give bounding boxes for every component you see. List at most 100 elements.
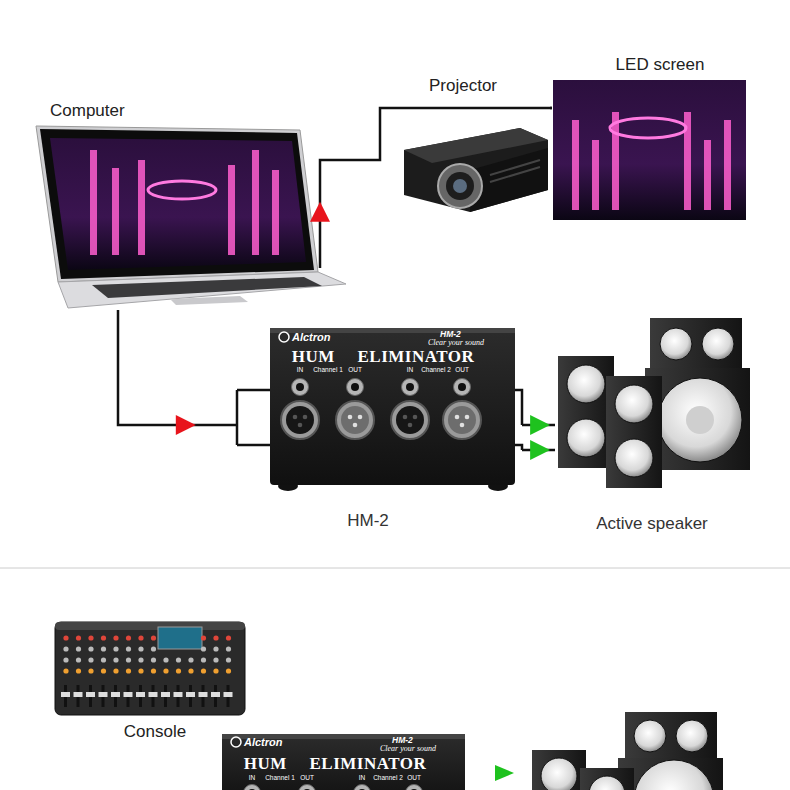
- speaker-illustration: [634, 720, 666, 752]
- projector-illustration: [398, 107, 552, 110]
- port-label: OUT: [455, 367, 469, 374]
- console-knob: [213, 657, 218, 662]
- laptop-illustration: [36, 126, 318, 282]
- brand-name: Alctron: [292, 332, 331, 343]
- xlr-socket: [341, 406, 369, 434]
- console-knob: [113, 657, 118, 662]
- console-node: Console: [52, 616, 248, 746]
- speaker-illustration: [567, 365, 605, 403]
- port-label: IN: [359, 775, 366, 782]
- xlr-pin: [353, 423, 358, 428]
- xlr-pin: [460, 423, 465, 428]
- hum-eliminator-illustration: [279, 332, 289, 342]
- console-illustration: [55, 622, 245, 715]
- connector-line: [550, 107, 552, 110]
- arrow-head: [310, 202, 330, 222]
- arrow-head: [176, 415, 196, 435]
- console-fader: [136, 692, 145, 697]
- screen-light: [138, 160, 145, 255]
- model-name: HM-2: [392, 736, 413, 745]
- speaker-illustration: [615, 439, 653, 477]
- xlr-socket: [443, 401, 481, 439]
- laptop-illustration: [50, 138, 306, 270]
- console-knob: [163, 657, 168, 662]
- xlr-pin: [303, 415, 308, 420]
- console-fader: [186, 692, 195, 697]
- slogan: Clear your sound: [380, 745, 436, 753]
- speaker-illustration: [676, 720, 708, 752]
- console-knob: [188, 668, 193, 673]
- screen-light: [572, 120, 579, 210]
- console-fader: [224, 692, 233, 697]
- led-screen-illustration: [553, 80, 746, 220]
- console-knob: [63, 657, 68, 662]
- led-screen-illustration: [553, 80, 746, 220]
- jack-socket: [351, 383, 359, 391]
- console-illustration: [158, 627, 202, 649]
- screen-light: [612, 112, 619, 210]
- console-knob: [138, 635, 143, 640]
- speaker-illustration: [660, 328, 692, 360]
- hum-eliminator-illustration: [270, 328, 515, 485]
- xlr-socket: [448, 406, 476, 434]
- screen-light: [704, 140, 711, 210]
- xlr-socket: [281, 401, 319, 439]
- led-screen-node: LED screen: [552, 54, 747, 222]
- divider: [0, 568, 790, 569]
- projector-illustration: [490, 167, 540, 182]
- console-fader: [174, 692, 183, 697]
- jack-socket: [410, 789, 418, 790]
- console-knob: [101, 668, 106, 673]
- console-knob: [213, 646, 218, 651]
- laptop-illustration: [58, 272, 346, 308]
- xlr-pin: [358, 415, 363, 420]
- xlr-pin: [408, 423, 413, 428]
- console-knob: [226, 646, 231, 651]
- console-knob: [226, 668, 231, 673]
- console-fader: [161, 692, 170, 697]
- console-knob: [76, 657, 81, 662]
- xlr-pin: [413, 415, 418, 420]
- jack-socket: [454, 379, 471, 396]
- console-knob: [138, 668, 143, 673]
- projector-illustration: [453, 179, 467, 193]
- console-knob: [101, 646, 106, 651]
- console-knob: [176, 657, 181, 662]
- laptop-illustration: [36, 126, 346, 308]
- led-screen-illustration: [572, 112, 731, 210]
- xlr-pin: [455, 415, 460, 420]
- speaker-illustration: [532, 750, 586, 790]
- speaker-illustration: [541, 758, 577, 790]
- hum-eliminator-node: AlctronHM-2Clear your soundHUM ELIMINATO…: [237, 328, 522, 538]
- speaker-illustration: [558, 356, 614, 468]
- laptop-illustration: [148, 181, 216, 199]
- port-label: OUT: [407, 775, 421, 782]
- console-knob: [151, 635, 156, 640]
- xlr-pin: [293, 415, 298, 420]
- jack-socket: [358, 789, 366, 790]
- jack-socket: [248, 789, 256, 790]
- screen-light: [592, 140, 599, 210]
- brand-name: Alctron: [244, 737, 283, 748]
- jack-socket: [406, 383, 414, 391]
- connector-line: [118, 310, 237, 425]
- console-knob: [138, 646, 143, 651]
- port-label: Channel 2: [373, 775, 403, 782]
- xlr-pin: [465, 415, 470, 420]
- node-caption: LED screen: [616, 56, 705, 73]
- console-knob: [126, 635, 131, 640]
- slogan: Clear your sound: [428, 339, 484, 347]
- port-label: IN: [249, 775, 256, 782]
- console-fader: [124, 692, 133, 697]
- signal-connector: [522, 440, 555, 460]
- console-fader: [199, 692, 208, 697]
- console-knob: [126, 657, 131, 662]
- hum-eliminator-illustration: [237, 328, 522, 491]
- port-label: OUT: [300, 775, 314, 782]
- node-caption: Console: [124, 723, 186, 740]
- console-knob: [63, 635, 68, 640]
- led-screen-illustration: [610, 118, 686, 138]
- projector-node: Projector: [398, 75, 550, 215]
- arrow-head: [495, 765, 514, 781]
